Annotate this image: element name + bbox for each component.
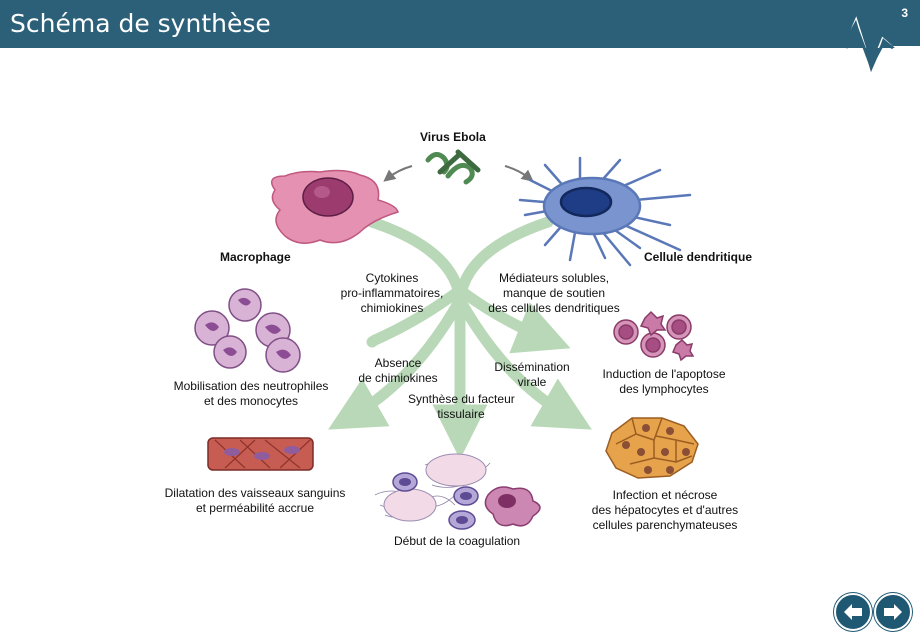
next-button[interactable] xyxy=(874,593,912,631)
dendritic-label: Cellule dendritique xyxy=(644,250,753,264)
lymphocytes-cluster-icon xyxy=(613,310,695,362)
arrow-to-macrophage xyxy=(383,165,413,182)
macrophage-cell-icon xyxy=(270,169,399,244)
page-title: Schéma de synthèse xyxy=(10,9,271,38)
blood-vessel-icon xyxy=(207,437,314,471)
hepatocytes-cluster-icon xyxy=(605,417,699,479)
ebola-virus-icon xyxy=(425,149,481,185)
flow-arrows xyxy=(328,216,592,460)
neutrophils-cluster-icon xyxy=(194,288,301,373)
arrow-left-icon xyxy=(844,604,862,620)
macrophage-label: Macrophage xyxy=(220,250,291,264)
arrow-right-icon xyxy=(884,604,902,620)
coagulation-label: Début de la coagulation xyxy=(394,534,521,548)
virus-label: Virus Ebola xyxy=(420,130,486,144)
page-number: 3 xyxy=(901,6,908,20)
coagulation-cluster-icon xyxy=(374,453,541,530)
header-bar: Schéma de synthèse 3 xyxy=(0,0,920,48)
arrow-to-dendritic xyxy=(504,165,534,182)
heartbeat-line-icon xyxy=(840,16,920,76)
previous-button[interactable] xyxy=(834,593,872,631)
dendritic-cell-icon xyxy=(518,156,692,267)
